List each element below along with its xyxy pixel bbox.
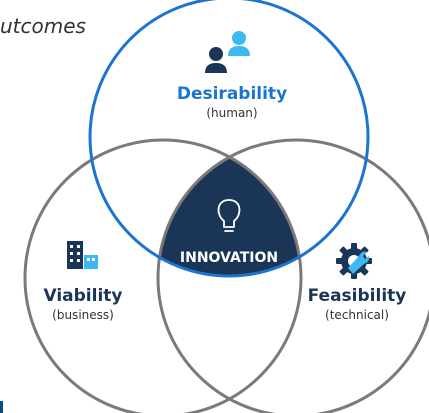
lightbulb-icon: [217, 199, 241, 232]
feasibility-subtitle: (technical): [325, 308, 389, 322]
feasibility-title: Feasibility: [308, 286, 407, 306]
desirability-title: Desirability: [177, 84, 287, 104]
viability-circle: [23, 138, 303, 413]
buildings-icon: [67, 241, 98, 269]
viability-title: Viability: [43, 286, 122, 306]
desirability-circle: [88, 0, 370, 278]
corner-marker: [0, 401, 3, 413]
diagram-heading: utcomes: [0, 14, 86, 38]
feasibility-circle: [156, 138, 429, 413]
desirability-subtitle: (human): [206, 106, 257, 120]
innovation-intersection: [158, 140, 301, 276]
gear-wrench-icon: [336, 243, 372, 279]
innovation-label: INNOVATION: [180, 250, 278, 266]
viability-subtitle: (business): [52, 308, 114, 322]
people-icon: [205, 31, 250, 73]
